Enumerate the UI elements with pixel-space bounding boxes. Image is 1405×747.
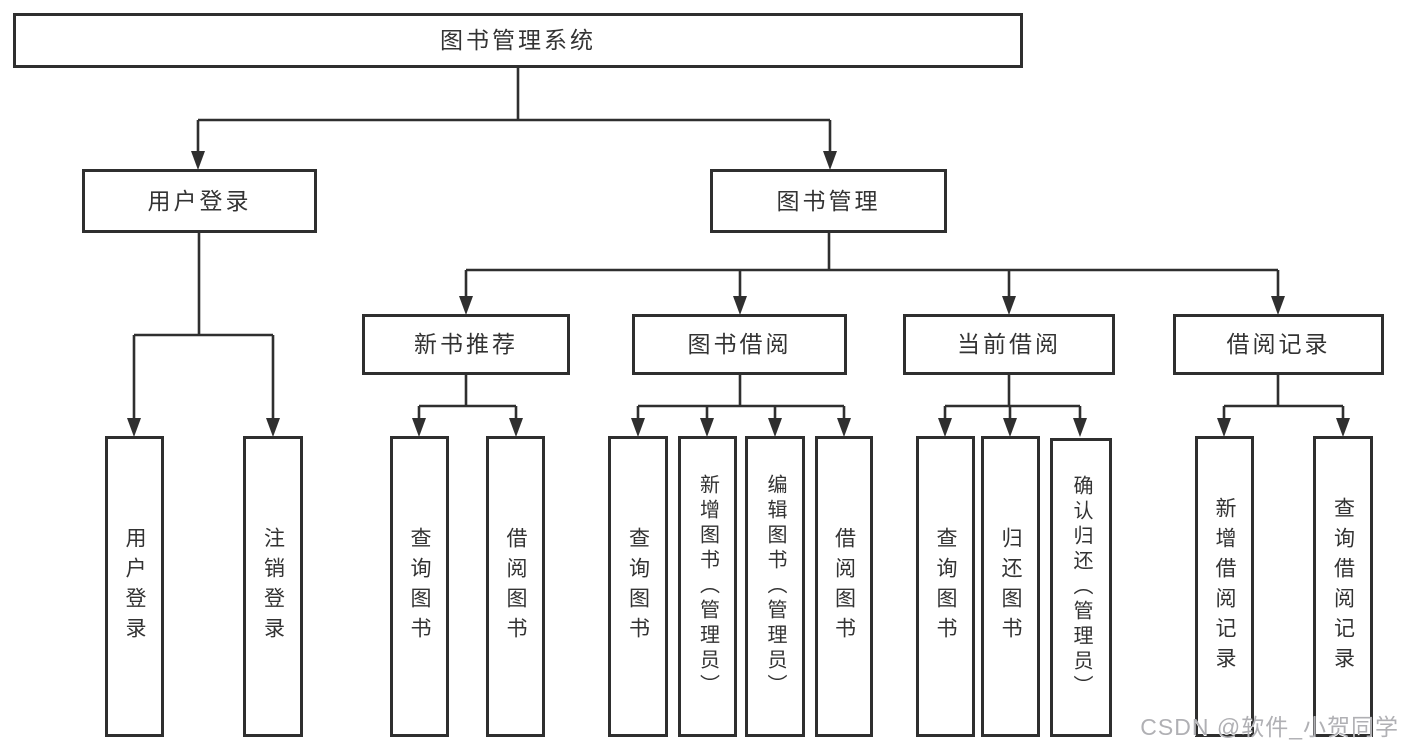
- node-new-book-recommendation: 新书推荐: [362, 314, 570, 375]
- leaf-query-books-current: 查询图书: [916, 436, 975, 737]
- leaf-edit-books-admin: 编辑图书（管理员）: [745, 436, 805, 737]
- leaf-borrow-books-recommend: 借阅图书: [486, 436, 545, 737]
- leaf-query-books-recommend: 查询图书: [390, 436, 449, 737]
- node-current-borrowing: 当前借阅: [903, 314, 1115, 375]
- node-book-management-branch: 图书管理: [710, 169, 947, 233]
- leaf-logout: 注销登录: [243, 436, 303, 737]
- leaf-return-books: 归还图书: [981, 436, 1040, 737]
- leaf-confirm-return-admin: 确认归还（管理员）: [1050, 438, 1112, 737]
- csdn-watermark: CSDN @软件_小贺同学: [1140, 714, 1399, 740]
- node-book-borrowing: 图书借阅: [632, 314, 847, 375]
- leaf-user-login: 用户登录: [105, 436, 164, 737]
- leaf-borrow-books-borrowing: 借阅图书: [815, 436, 873, 737]
- leaf-add-borrow-record: 新增借阅记录: [1195, 436, 1254, 737]
- leaf-add-books-admin: 新增图书（管理员）: [678, 436, 737, 737]
- leaf-query-books-borrowing: 查询图书: [608, 436, 668, 737]
- node-library-management-system: 图书管理系统: [13, 13, 1023, 68]
- node-borrowing-records: 借阅记录: [1173, 314, 1384, 375]
- node-user-login-branch: 用户登录: [82, 169, 317, 233]
- leaf-query-borrow-record: 查询借阅记录: [1313, 436, 1373, 737]
